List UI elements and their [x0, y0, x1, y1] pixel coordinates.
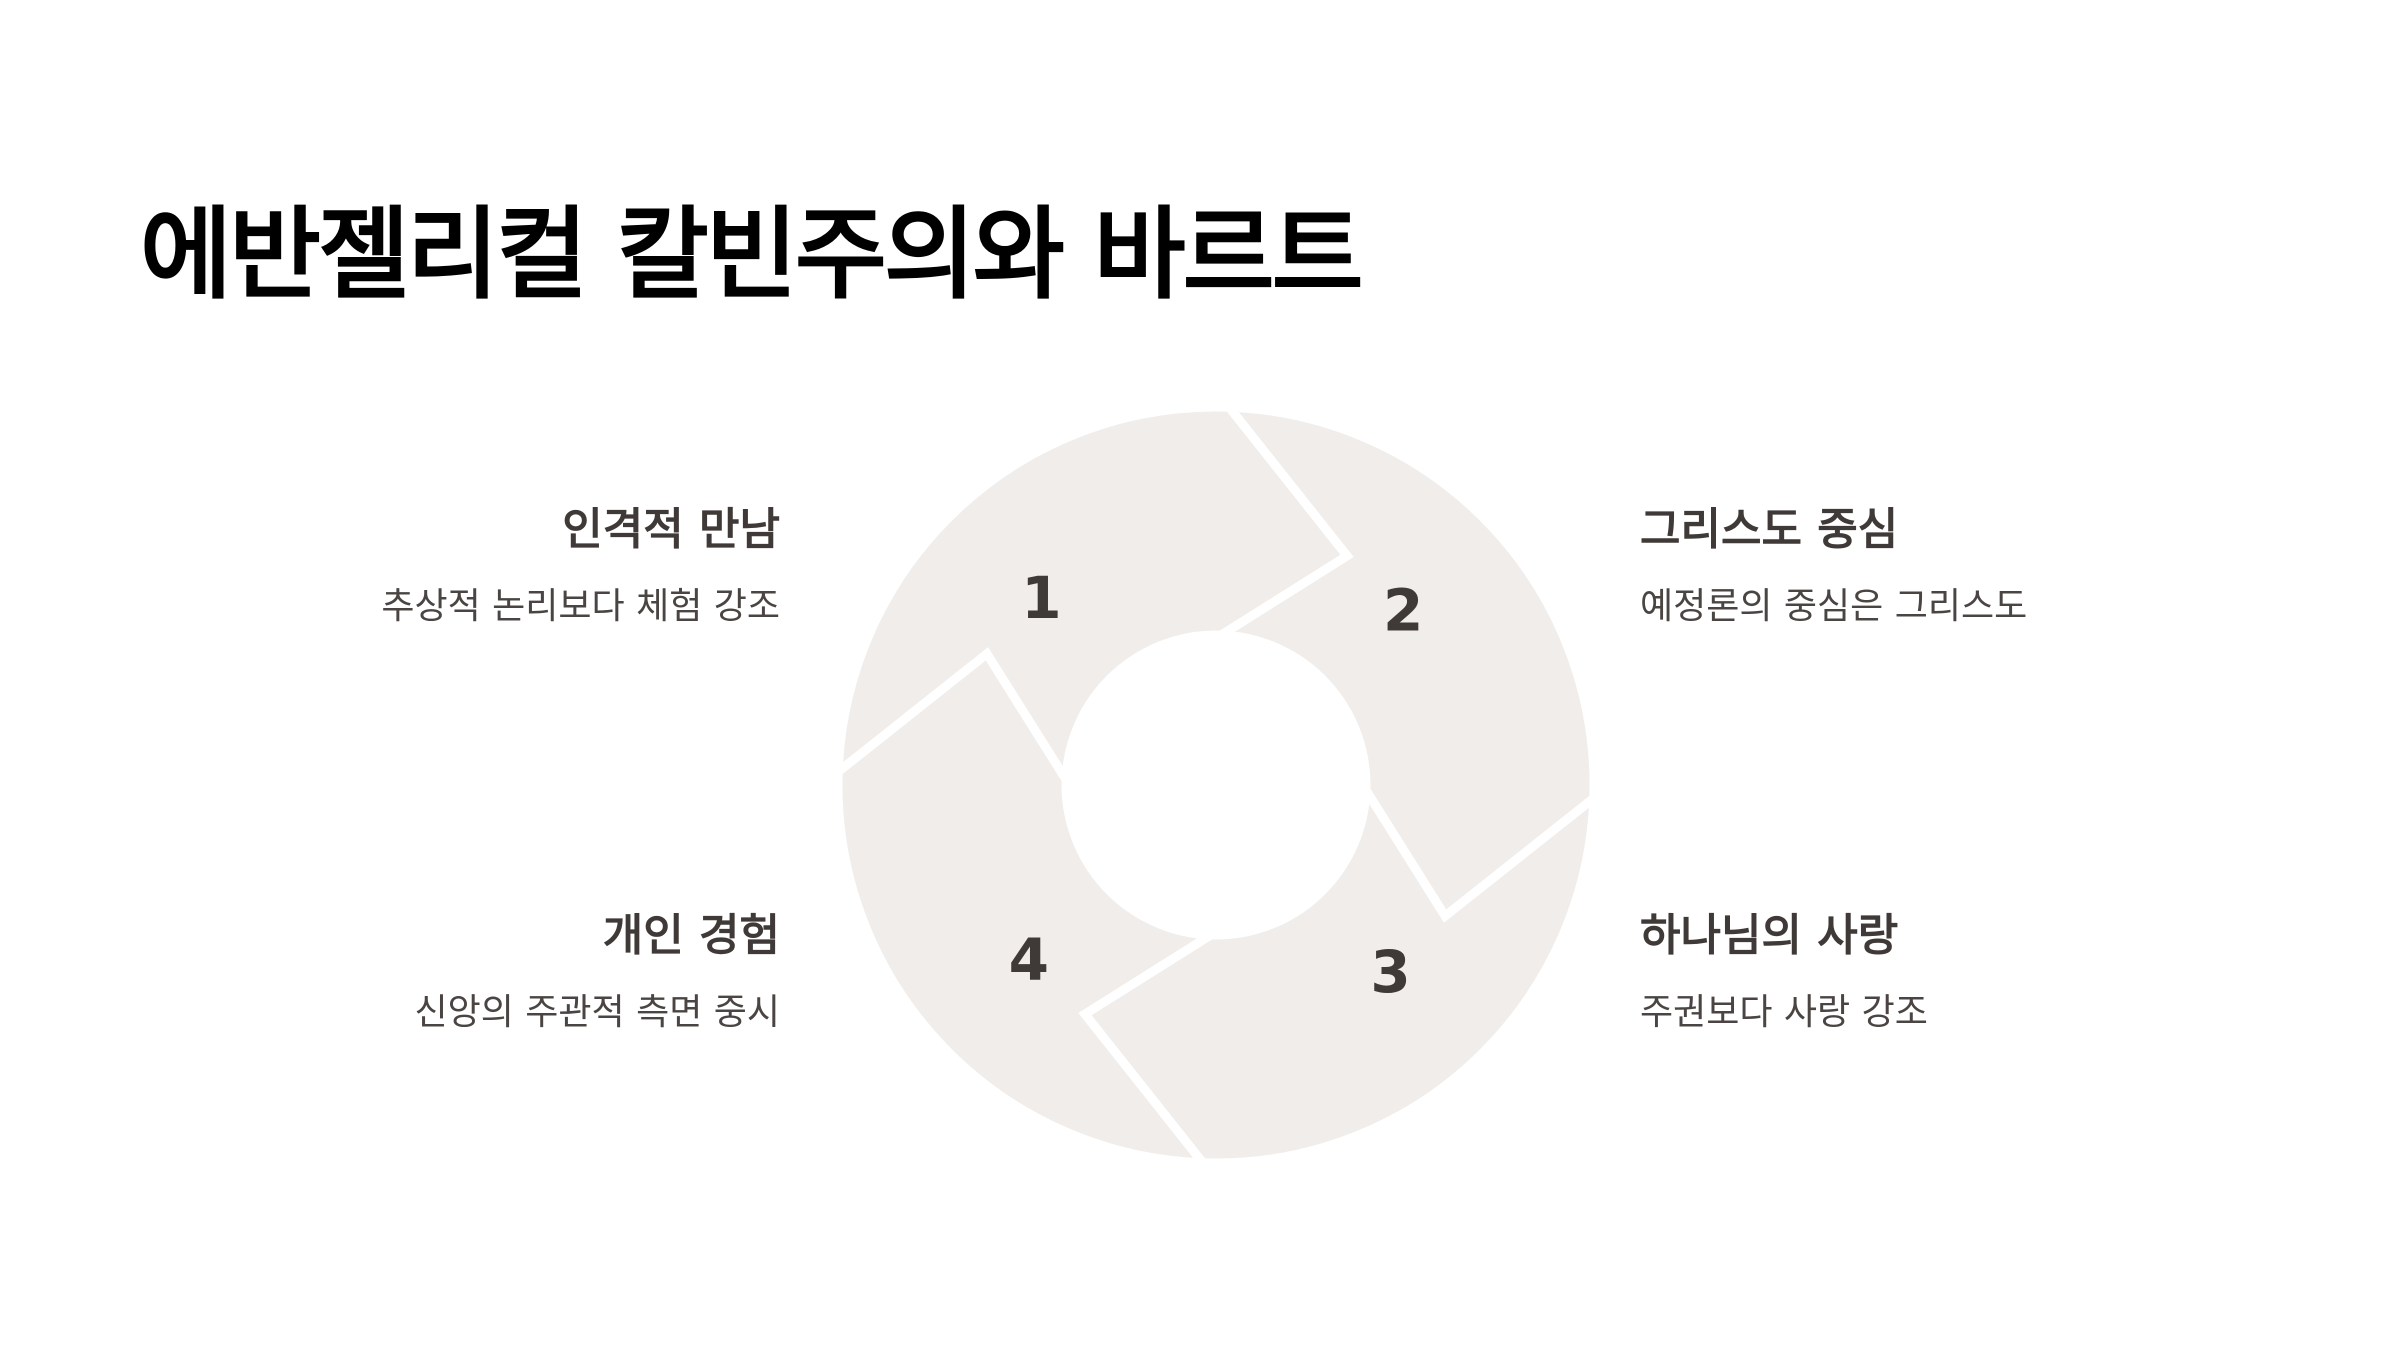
cycle-numbers: 1 2 3 4	[1009, 564, 1424, 1006]
cycle-number-3: 3	[1370, 938, 1410, 1006]
cycle-item-desc: 주권보다 사랑 강조	[1640, 992, 1928, 1033]
cycle-item-2: 그리스도 중심 예정론의 중심은 그리스도	[1640, 500, 2260, 634]
cycle-item-title: 인격적 만남	[562, 504, 780, 555]
cycle-item-title: 그리스도 중심	[1640, 504, 1899, 555]
cycle-item-desc: 예정론의 중심은 그리스도	[1640, 586, 2028, 627]
cycle-segment-4	[833, 647, 1226, 1168]
cycle-item-title: 개인 경험	[602, 910, 780, 961]
cycle-segment-3	[1078, 775, 1599, 1168]
cycle-number-2: 2	[1383, 576, 1423, 644]
cycle-item-desc: 신앙의 주관적 측면 중시	[414, 992, 780, 1033]
cycle-item-4: 개인 경험 신앙의 주관적 측면 중시	[160, 906, 780, 1040]
cycle-item-3: 하나님의 사랑 주권보다 사랑 강조	[1640, 906, 2260, 1040]
cycle-item-1: 인격적 만남 추상적 논리보다 체험 강조	[160, 500, 780, 634]
page-title: 에반젤리컬 칼빈주의와 바르트	[140, 196, 1364, 313]
cycle-number-4: 4	[1009, 926, 1049, 994]
cycle-segments	[833, 402, 1599, 1168]
cycle-segment-2	[1206, 402, 1599, 923]
cycle-item-desc: 추상적 논리보다 체험 강조	[381, 586, 780, 627]
cycle-segment-1	[833, 402, 1354, 795]
cycle-number-1: 1	[1021, 564, 1061, 632]
cycle-item-title: 하나님의 사랑	[1640, 910, 1899, 961]
